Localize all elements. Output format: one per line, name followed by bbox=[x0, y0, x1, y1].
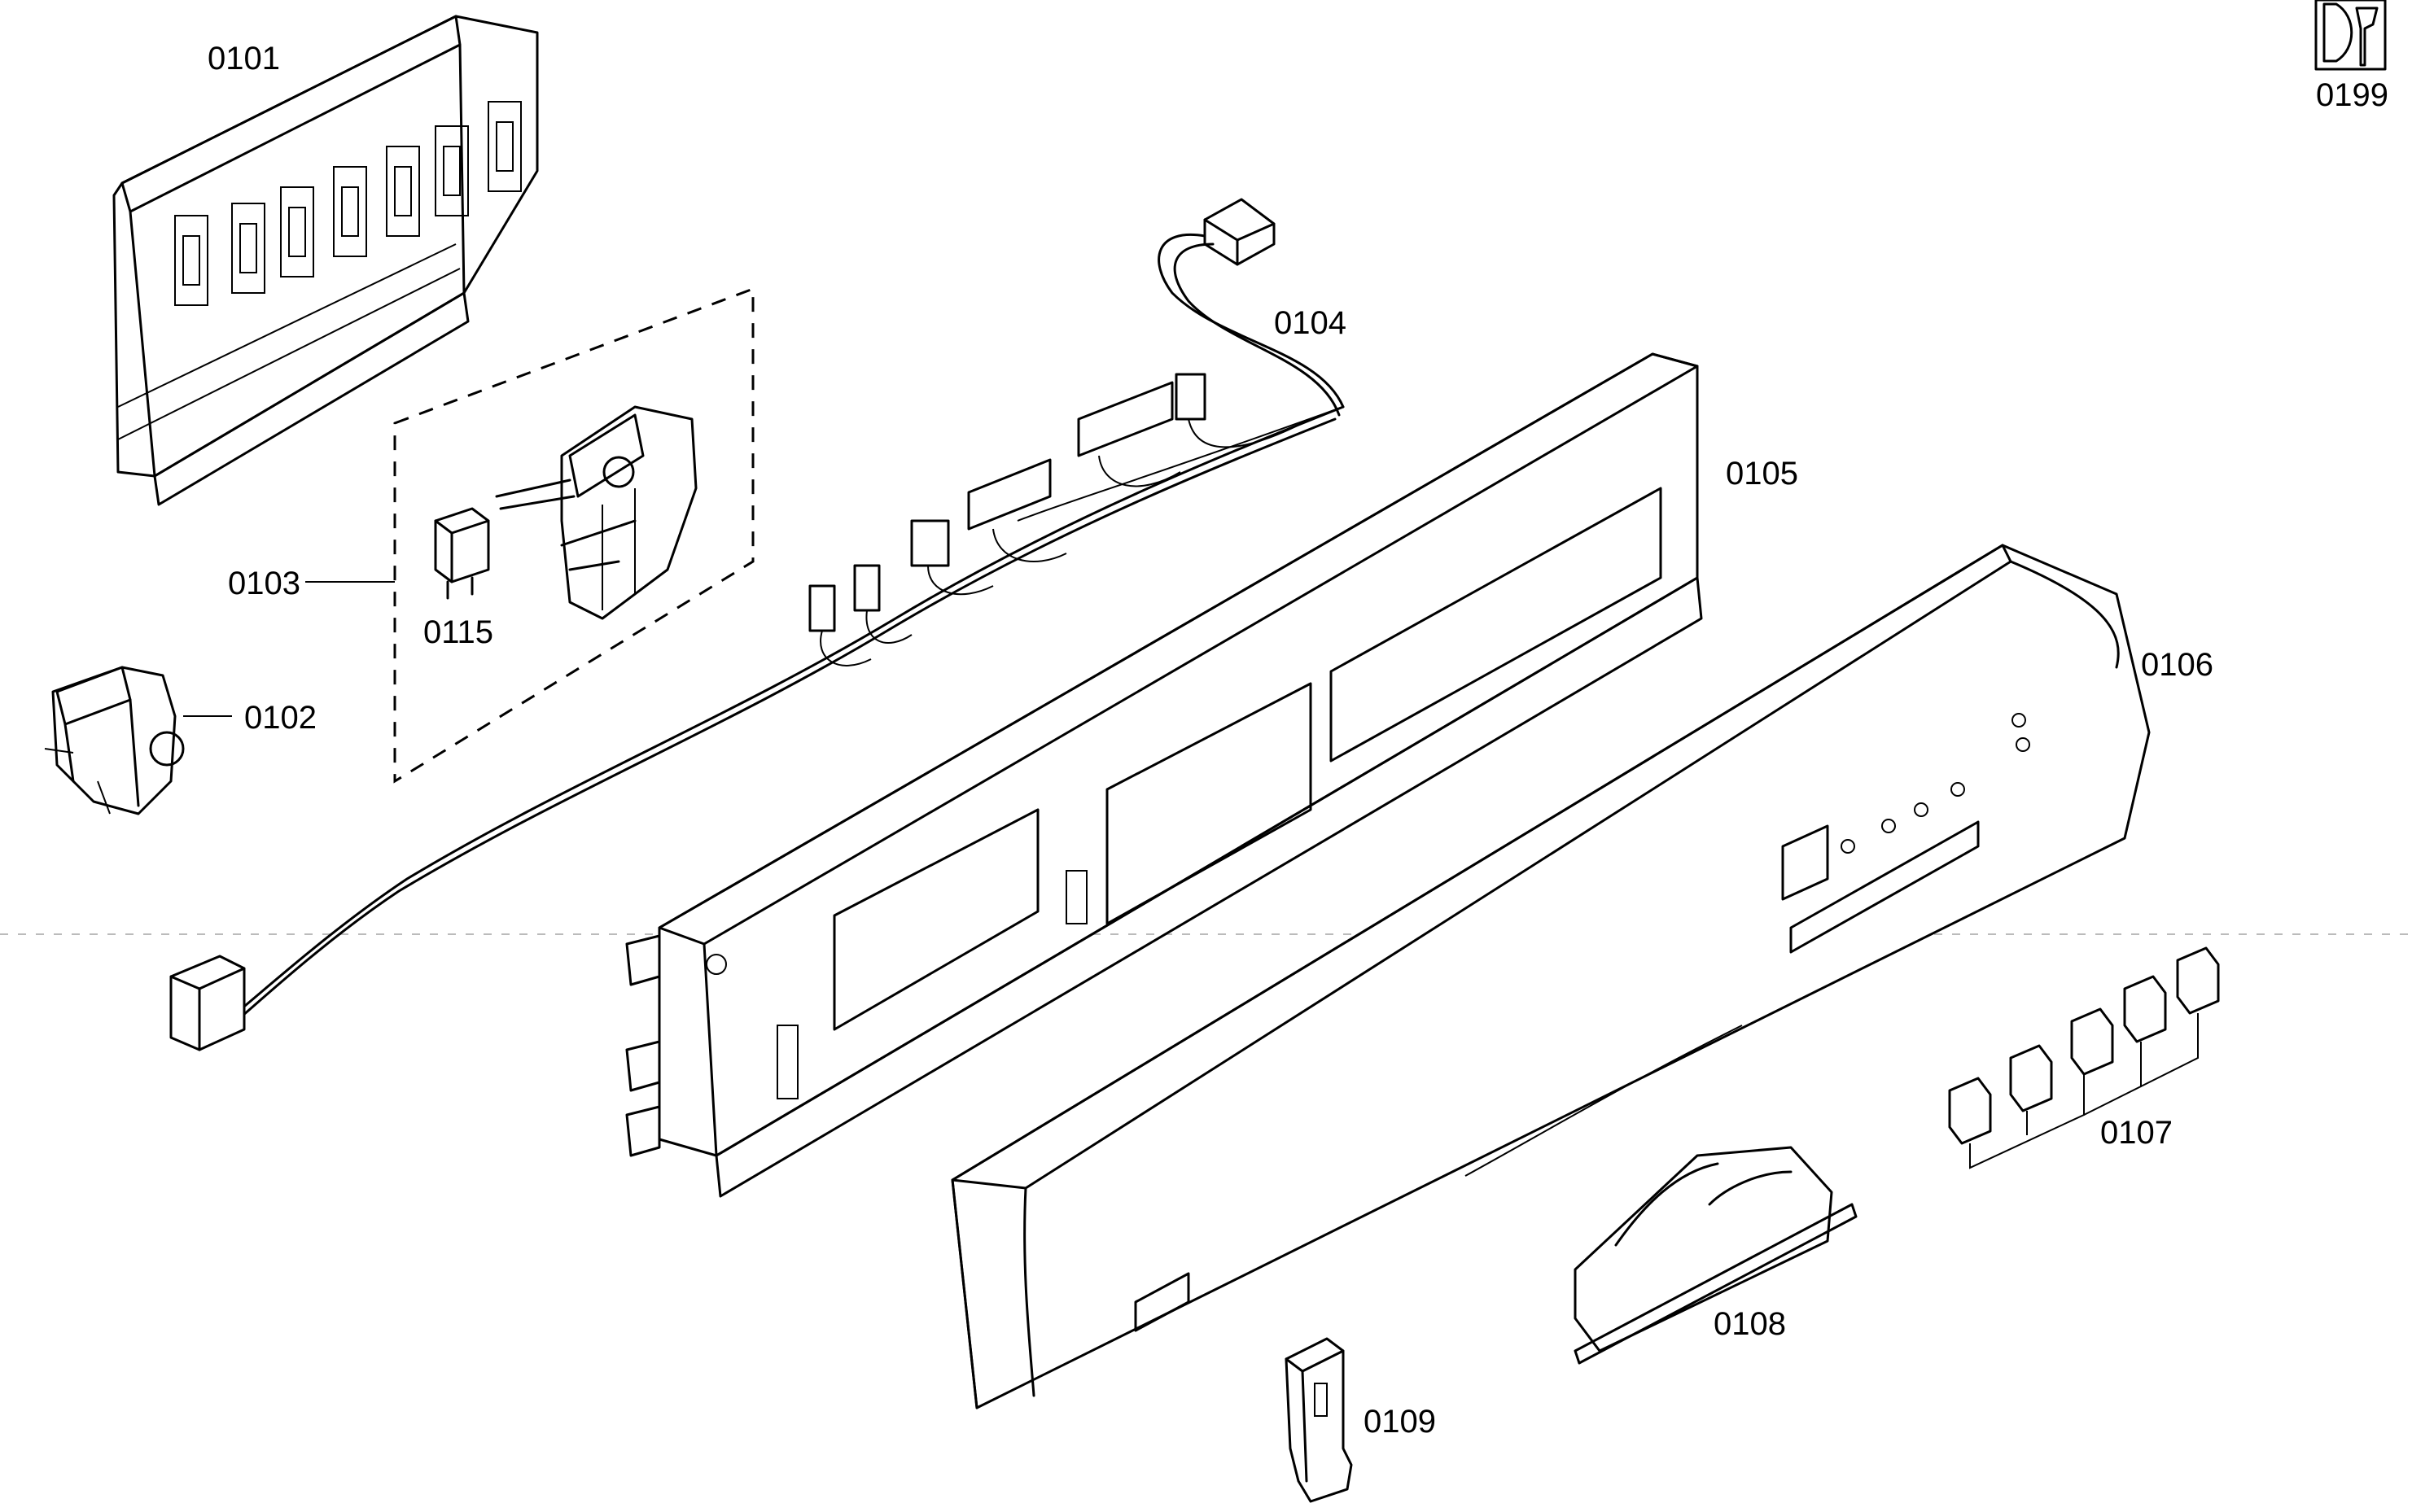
label-0107: 0107 bbox=[2100, 1115, 2173, 1151]
label-0106: 0106 bbox=[2141, 647, 2213, 683]
catch-drawing[interactable] bbox=[1285, 1337, 1353, 1503]
wiring-harness-drawing[interactable] bbox=[169, 198, 1345, 1051]
label-0105: 0105 bbox=[1726, 456, 1798, 492]
tools-icon bbox=[2314, 0, 2387, 71]
label-0102: 0102 bbox=[244, 700, 317, 736]
panel-frame-drawing[interactable] bbox=[625, 352, 1703, 1198]
door-lock-set-group-box bbox=[393, 286, 755, 784]
label-0101: 0101 bbox=[208, 41, 280, 76]
label-0103: 0103 bbox=[228, 566, 300, 601]
switch-drawing[interactable] bbox=[44, 666, 185, 815]
label-0109: 0109 bbox=[1364, 1404, 1436, 1440]
label-0115: 0115 bbox=[423, 614, 493, 650]
push-buttons-drawing[interactable] bbox=[1948, 946, 2220, 1169]
label-0199: 0199 bbox=[2316, 77, 2388, 113]
label-0104: 0104 bbox=[1274, 305, 1346, 341]
handle-drawing[interactable] bbox=[1574, 1146, 1858, 1365]
capacitor-drawing[interactable] bbox=[434, 507, 490, 600]
fascia-panel-drawing[interactable] bbox=[951, 544, 2151, 1409]
module-drawing[interactable] bbox=[112, 15, 539, 506]
label-0108: 0108 bbox=[1714, 1306, 1786, 1342]
door-lock-drawing[interactable] bbox=[495, 405, 698, 620]
